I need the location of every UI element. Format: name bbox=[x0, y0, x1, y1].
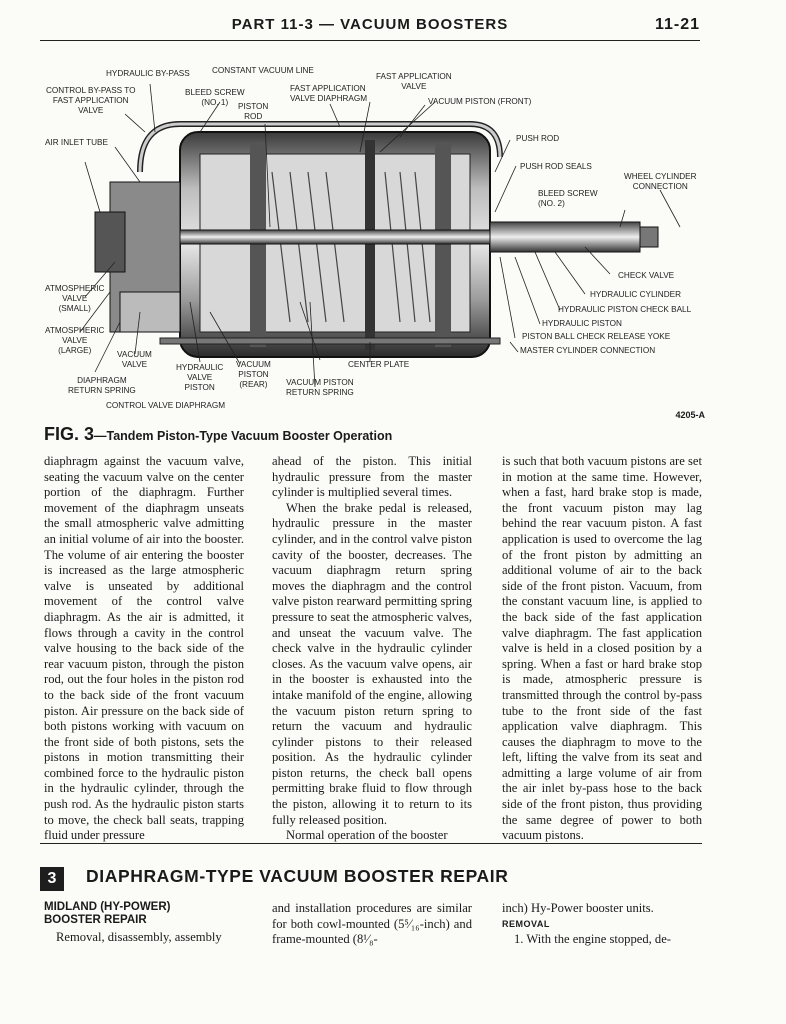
label-control-diaphragm: CONTROL VALVE DIAPHRAGM bbox=[106, 401, 226, 410]
paragraph: Normal operation of the booster bbox=[286, 828, 448, 843]
label-atmospheric-large: ATMOSPHERIC VALVE (LARGE) bbox=[45, 326, 105, 355]
header-rule bbox=[40, 40, 700, 41]
page-title: PART 11-3 — VACUUM BOOSTERS bbox=[231, 16, 509, 33]
removal-step-1-text: With the engine stopped, de- bbox=[526, 932, 672, 947]
label-vacuum-piston-front: VACUUM PISTON (FRONT) bbox=[428, 97, 532, 106]
label-fast-app-valve: FAST APPLICATION VALVE bbox=[376, 72, 452, 91]
label-push-rod: PUSH ROD bbox=[516, 134, 560, 143]
label-diaphragm-spring: DIAPHRAGM RETURN SPRING bbox=[68, 376, 136, 395]
label-air-inlet-tube: AIR INLET TUBE bbox=[45, 138, 108, 147]
figure-caption-text: —Tandem Piston-Type Vacuum Booster Opera… bbox=[94, 429, 393, 443]
label-piston-rod: PISTON ROD bbox=[238, 102, 269, 121]
label-wheel-cylinder: WHEEL CYLINDER CONNECTION bbox=[624, 172, 697, 191]
subsection-text-3: inch) Hy-Power booster units. REMOVAL 1.… bbox=[502, 901, 702, 948]
label-release-yoke: PISTON BALL CHECK RELEASE YOKE bbox=[522, 332, 671, 341]
figure-id: 4205-A bbox=[675, 410, 705, 420]
text-column-1: diaphragm against the vacuum valve, seat… bbox=[44, 454, 244, 844]
removal-step-1: 1. With the engine stopped, de- bbox=[502, 932, 702, 948]
label-control-bypass: CONTROL BY-PASS TO FAST APPLICATION VALV… bbox=[46, 86, 136, 115]
label-constant-vacuum-line: CONSTANT VACUUM LINE bbox=[212, 66, 314, 75]
removal-heading: REMOVAL bbox=[502, 918, 550, 929]
paragraph: ahead of the piston. This initial hydrau… bbox=[272, 454, 472, 500]
label-center-plate: CENTER PLATE bbox=[348, 360, 410, 369]
subsection-text-1: Removal, disassembly, assembly bbox=[56, 930, 222, 944]
section-title: DIAPHRAGM-TYPE VACUUM BOOSTER REPAIR bbox=[86, 866, 509, 886]
label-hydraulic-valve-piston: HYDRAULIC VALVE PISTON bbox=[176, 363, 224, 392]
label-atmospheric-small: ATMOSPHERIC VALVE (SMALL) bbox=[45, 284, 105, 313]
label-master-cylinder: MASTER CYLINDER CONNECTION bbox=[520, 346, 656, 355]
booster-diagram: HYDRAULIC BY-PASS CONTROL BY-PASS TO FAS… bbox=[40, 62, 705, 427]
section-number: 3 bbox=[40, 867, 64, 891]
text-column-3: is such that both vacuum pistons are set… bbox=[502, 454, 702, 844]
label-vacuum-return-spring: VACUUM PISTON RETURN SPRING bbox=[286, 378, 354, 397]
section-rule bbox=[40, 843, 702, 844]
label-hydraulic-piston: HYDRAULIC PISTON bbox=[542, 319, 622, 328]
paragraph: diaphragm against the vacuum valve, seat… bbox=[44, 454, 244, 843]
text-column-2: ahead of the piston. This initial hydrau… bbox=[272, 454, 472, 844]
page-number: 11-21 bbox=[654, 16, 700, 33]
label-fast-app-diaphragm: FAST APPLICATION VALVE DIAPHRAGM bbox=[290, 84, 368, 103]
removal-step-1-number: 1. bbox=[514, 932, 524, 947]
figure-caption-prefix: FIG. 3 bbox=[44, 424, 95, 444]
label-vacuum-piston-rear: VACUUM PISTON (REAR) bbox=[236, 360, 271, 389]
booster-illustration bbox=[79, 83, 681, 388]
label-hydraulic-check-ball: HYDRAULIC PISTON CHECK BALL bbox=[558, 305, 692, 314]
subsection-text-2: and installation procedures are similar … bbox=[272, 901, 472, 947]
label-bleed-screw-2: BLEED SCREW (NO. 2) bbox=[538, 189, 598, 208]
label-hydraulic-bypass: HYDRAULIC BY-PASS bbox=[106, 69, 190, 78]
label-push-rod-seals: PUSH ROD SEALS bbox=[520, 162, 592, 171]
paragraph: When the brake pedal is released, hydrau… bbox=[272, 500, 472, 827]
figure-caption: FIG. 3—Tandem Piston-Type Vacuum Booster… bbox=[44, 424, 392, 445]
page-header: PART 11-3 — VACUUM BOOSTERS 11-21 bbox=[40, 10, 700, 41]
subsection-heading: MIDLAND (HY-POWER) BOOSTER REPAIR bbox=[44, 901, 171, 926]
label-hydraulic-cylinder: HYDRAULIC CYLINDER bbox=[590, 290, 681, 299]
label-check-valve: CHECK VALVE bbox=[618, 271, 675, 280]
paragraph: is such that both vacuum pistons are set… bbox=[502, 454, 702, 843]
label-bleed-screw-1: BLEED SCREW (NO. 1) bbox=[185, 88, 245, 107]
label-vacuum-valve: VACUUM VALVE bbox=[117, 350, 152, 369]
subsection-text-3-line: inch) Hy-Power booster units. bbox=[502, 901, 654, 915]
